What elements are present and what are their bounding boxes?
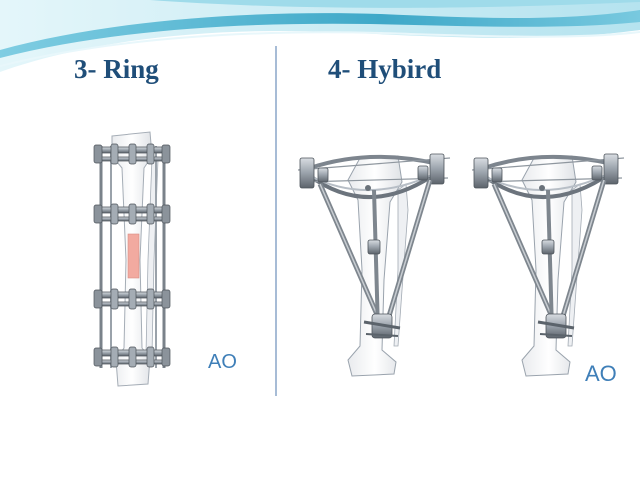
ring-title: 3- Ring <box>74 54 159 84</box>
ring-fixator-illustration <box>93 131 171 387</box>
hybrid-fixator-illustration-b <box>472 154 624 376</box>
header-wave-decoration <box>0 0 640 72</box>
hybrid-title: 4- Hybird <box>328 54 442 84</box>
ao-logo-right: AO <box>585 361 617 386</box>
ao-logo-left: AO <box>208 351 237 373</box>
hybrid-fixator-illustration-a <box>298 154 450 376</box>
wave-highlight <box>0 31 640 67</box>
fracture-zone <box>127 233 140 279</box>
wave-top-band <box>150 0 640 8</box>
wave-dark <box>0 10 640 58</box>
